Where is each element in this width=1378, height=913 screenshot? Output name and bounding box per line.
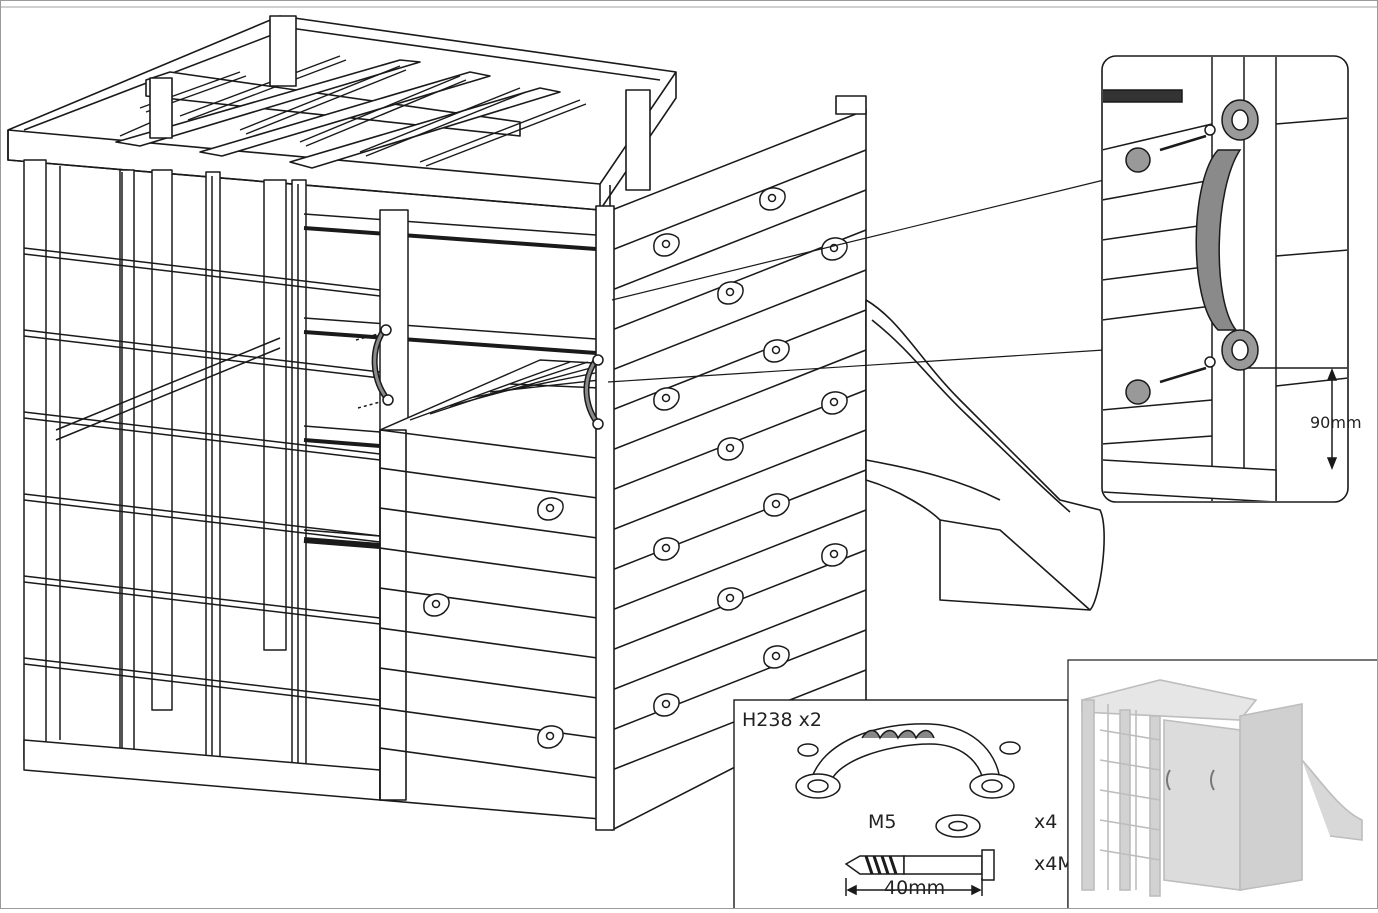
climbing-hold xyxy=(821,543,848,567)
handle-part-icon xyxy=(795,723,1021,799)
bolt-length-label: 40mm xyxy=(884,877,945,899)
playhouse-structure xyxy=(7,15,1105,831)
washer-quantity-label: x4 xyxy=(1034,811,1057,833)
climbing-hold xyxy=(653,233,680,257)
climbing-hold xyxy=(821,391,848,415)
washer-icon xyxy=(935,814,981,838)
front-panel xyxy=(379,429,613,821)
climbing-hold xyxy=(423,593,450,617)
climbing-net xyxy=(23,159,381,801)
detail-cap-top xyxy=(1125,147,1151,173)
main-handle-left xyxy=(355,324,394,409)
climbing-hold xyxy=(653,693,680,717)
back-wall xyxy=(303,209,611,549)
climbing-hold xyxy=(537,725,564,749)
handle-code-label: H238 x2 xyxy=(742,709,822,731)
detail-cap-bottom xyxy=(1125,379,1151,405)
cap-left-icon xyxy=(797,743,819,757)
roof-rungs xyxy=(119,55,587,167)
climbing-holds xyxy=(423,187,848,749)
climbing-hold xyxy=(763,339,790,363)
detail-callout: 90mm xyxy=(1101,55,1362,503)
callout-lines xyxy=(607,179,1105,383)
climbing-hold xyxy=(717,281,744,305)
bolt-icon xyxy=(844,849,995,896)
climbing-hold xyxy=(763,493,790,517)
climbing-hold xyxy=(653,387,680,411)
climbing-hold xyxy=(537,497,564,521)
overview-thumbnail xyxy=(1067,659,1378,910)
slide xyxy=(865,299,1105,611)
climbing-hold xyxy=(763,645,790,669)
climbing-wall xyxy=(595,95,867,831)
climbing-hold xyxy=(717,437,744,461)
bolt-label: M5 xyxy=(868,811,896,833)
climbing-hold xyxy=(759,187,786,211)
climbing-hold xyxy=(653,537,680,561)
climbing-hold xyxy=(717,587,744,611)
cap-right-icon xyxy=(999,741,1021,755)
dimension-label-90mm: 90mm xyxy=(1310,413,1362,432)
detail-washer-bottom xyxy=(1204,356,1216,368)
main-handle-right xyxy=(583,354,604,430)
detail-washer-top xyxy=(1204,124,1216,136)
